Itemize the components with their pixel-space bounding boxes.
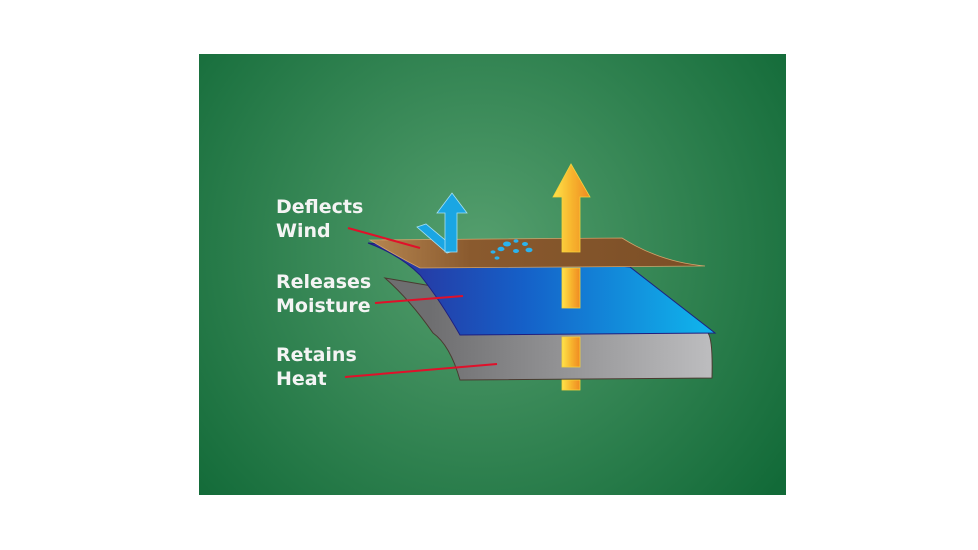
heat-pointer-line: [344, 363, 498, 378]
label-releases: Releases: [276, 271, 371, 293]
label-moisture: Moisture: [276, 295, 371, 317]
moisture-pointer-line: [374, 295, 464, 304]
wind-pointer-line: [347, 227, 421, 249]
label-wind: Wind: [276, 220, 331, 242]
moisture-out-arrow-icon: [416, 192, 468, 254]
heat-arrow-icon: [552, 163, 591, 391]
pointer-lines: [344, 227, 498, 378]
moisture-droplets-icon: [490, 239, 533, 260]
label-retains: Retains: [276, 344, 357, 366]
label-deflects: Deflects: [276, 196, 363, 218]
label-heat: Heat: [276, 368, 327, 390]
